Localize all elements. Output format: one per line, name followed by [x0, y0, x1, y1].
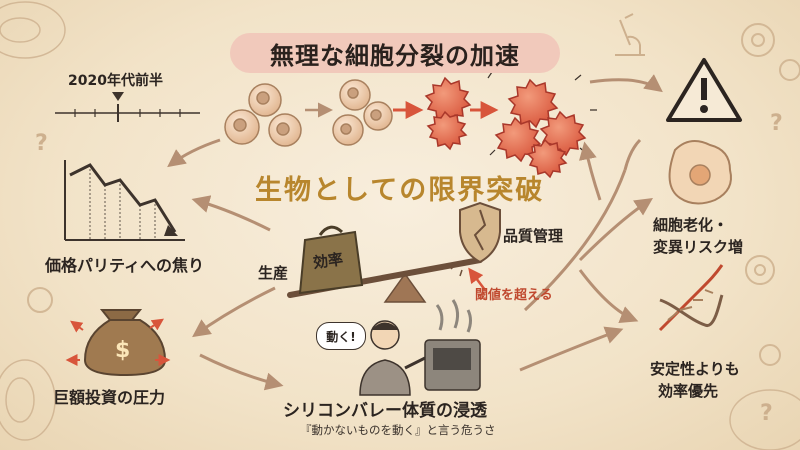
scale-icon — [287, 225, 483, 303]
silicon-sub: 『動かないものを動く』と言う危うさ — [300, 423, 496, 437]
production-label: 生産 — [258, 264, 289, 282]
mutated-cells — [424, 76, 587, 179]
page-title: 無理な細胞分裂の加速 — [230, 33, 560, 73]
threshold-label: 閾値を超える — [475, 288, 553, 303]
aging-label-line1: 細胞老化・ — [653, 216, 729, 234]
stress-marks — [487, 71, 597, 156]
speech-bubble: 動く! — [316, 322, 366, 350]
svg-text:?: ? — [760, 401, 773, 426]
svg-text:$: $ — [115, 338, 130, 363]
timeline-label: 2020年代前半 — [68, 73, 163, 89]
shield-icon — [450, 201, 501, 277]
center-title: 生物としての限界突破 — [255, 175, 545, 206]
timeline — [55, 92, 200, 122]
svg-text:?: ? — [770, 111, 783, 136]
stability-label-line2: 効率優先 — [658, 382, 719, 400]
microscope-icon — [615, 13, 645, 56]
machine-icon — [424, 299, 481, 391]
silicon-label: シリコンバレー体質の浸透 — [283, 401, 487, 421]
question-icon: ? ? ? — [35, 111, 783, 426]
healthy-cells — [224, 79, 393, 147]
svg-text:?: ? — [35, 131, 48, 156]
aging-cell-icon — [668, 140, 732, 205]
quality-label: 品質管理 — [503, 227, 564, 245]
warning-icon — [666, 58, 742, 122]
flow-arrows — [167, 138, 653, 391]
aging-label-line2: 変異リスク増 — [653, 238, 744, 256]
investment-label: 巨額投資の圧力 — [53, 388, 166, 407]
dna-icon — [658, 264, 724, 332]
money-bag-icon: $ — [65, 309, 171, 377]
engineer-figure — [359, 320, 426, 396]
stability-label-line1: 安定性よりも — [650, 360, 740, 378]
gear-icon — [27, 23, 800, 366]
chart-icon — [64, 160, 185, 241]
efficiency-label: 効率 — [311, 249, 345, 272]
price-label: 価格パリティへの焦り — [45, 256, 205, 275]
